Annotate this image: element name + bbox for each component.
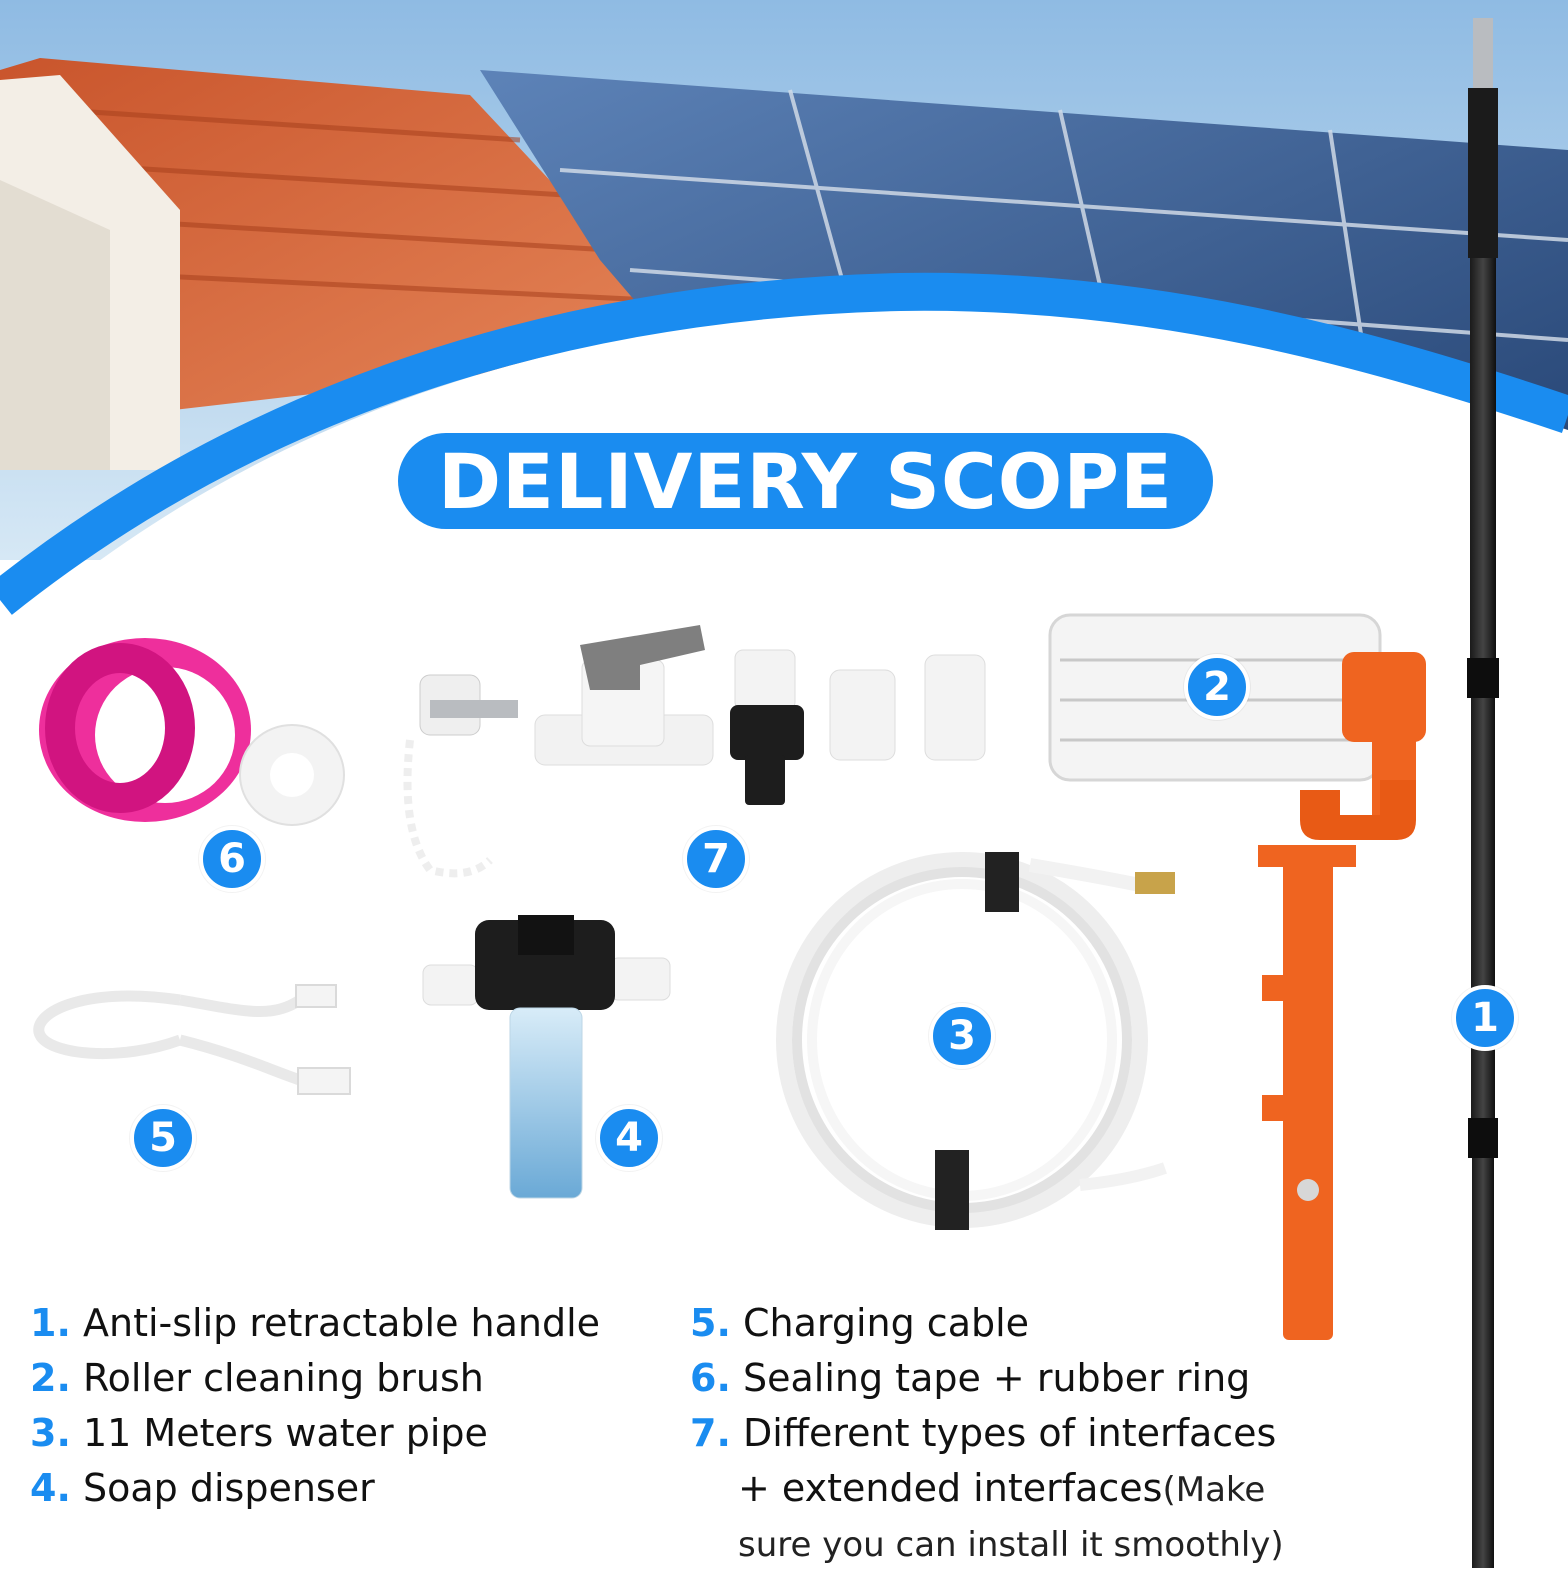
interfaces-set: [403, 625, 986, 878]
water-pipe-coil: [776, 852, 1175, 1230]
list-item: 3. 11 Meters water pipe: [30, 1411, 488, 1455]
sealing-tape: [39, 638, 345, 826]
list-item-note: sure you can install it smoothly): [738, 1525, 1284, 1565]
badge-7: 7: [683, 826, 749, 892]
list-item-continued: + extended interfaces(Make: [738, 1466, 1266, 1510]
badge-4: 4: [596, 1105, 662, 1171]
list-item: 7. Different types of interfaces: [690, 1411, 1277, 1455]
list-item: 4. Soap dispenser: [30, 1466, 375, 1510]
list-item: 1. Anti-slip retractable handle: [30, 1301, 601, 1345]
list-item: 5. Charging cable: [690, 1301, 1030, 1345]
blue-arc: [0, 272, 1568, 615]
charging-cable: [33, 984, 351, 1095]
items-list-right: 5. Charging cable 6. Sealing tape + rubb…: [690, 1296, 1284, 1573]
soap-dispenser: [422, 915, 671, 1199]
badge-1: 1: [1452, 985, 1518, 1051]
badge-5: 5: [130, 1105, 196, 1171]
items-list-left: 1. Anti-slip retractable handle 2. Rolle…: [30, 1296, 600, 1516]
list-item: 2. Roller cleaning brush: [30, 1356, 484, 1400]
delivery-scope-banner: DELIVERY SCOPE: [398, 433, 1213, 529]
list-item: 6. Sealing tape + rubber ring: [690, 1356, 1251, 1400]
badge-3: 3: [929, 1003, 995, 1069]
page-title: DELIVERY SCOPE: [437, 436, 1174, 526]
badge-6: 6: [199, 826, 265, 892]
badge-2: 2: [1184, 654, 1250, 720]
